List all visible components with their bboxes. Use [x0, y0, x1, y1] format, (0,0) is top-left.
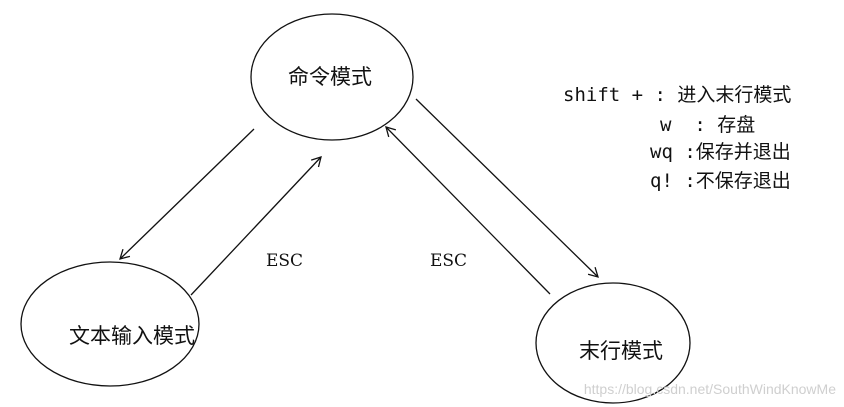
arrow-last-line-to-command: [385, 126, 551, 295]
esc-label-insert: ESC: [266, 251, 303, 271]
command-notes: shift + : 进入末行模式 w : 存盘 wq :保存并退出 q! :不保…: [563, 84, 791, 192]
note-line-wq: wq :保存并退出: [650, 141, 791, 163]
note-line-w: w : 存盘: [660, 114, 755, 136]
node-last-line-mode: 末行模式: [535, 282, 691, 404]
arrow-command-to-insert: [119, 128, 255, 260]
last-line-mode-label: 末行模式: [579, 339, 663, 363]
note-line-shift: shift + : 进入末行模式: [563, 84, 791, 106]
note-shift-rest: + : 进入末行模式: [620, 84, 791, 106]
node-command-mode: 命令模式: [250, 13, 414, 141]
node-insert-mode: 文本输入模式: [20, 261, 200, 387]
command-mode-ellipse: [250, 13, 414, 141]
note-line-q: q! :不保存退出: [650, 170, 791, 192]
command-mode-label: 命令模式: [288, 65, 372, 89]
insert-mode-ellipse: [20, 261, 200, 387]
esc-label-last-line: ESC: [430, 251, 467, 271]
arrow-insert-to-command: [190, 156, 322, 296]
last-line-mode-ellipse: [535, 282, 691, 404]
insert-mode-label: 文本输入模式: [69, 324, 195, 348]
watermark: https://blog.csdn.net/SouthWindKnowMe: [584, 381, 836, 397]
note-shift-key: shift: [563, 84, 620, 106]
arrow-command-to-last-line: [415, 98, 599, 278]
